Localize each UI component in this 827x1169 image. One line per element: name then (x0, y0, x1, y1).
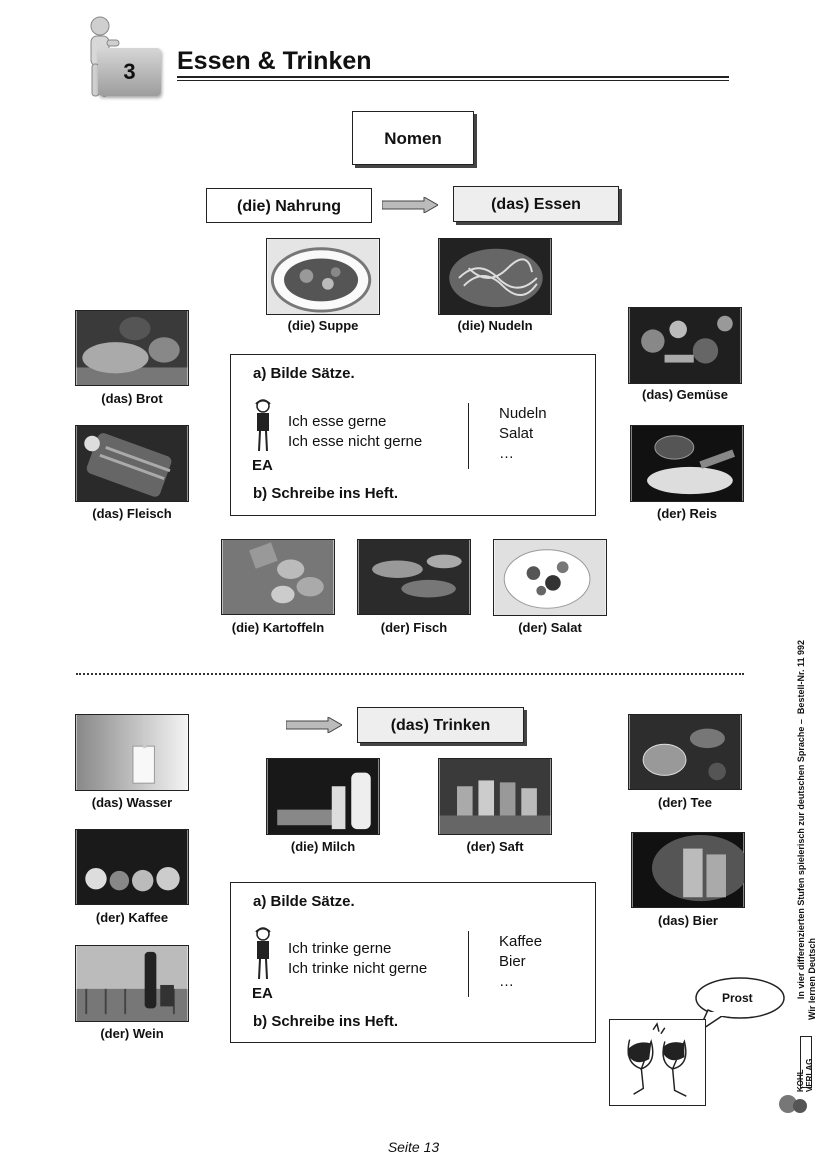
ea-label: EA (252, 457, 273, 474)
salat-photo (493, 539, 607, 616)
food-caption: (der) Fisch (380, 620, 448, 635)
fleisch-photo (75, 425, 189, 502)
fisch-photo (357, 539, 471, 615)
task-b-heading: b) Schreibe ins Heft. (253, 1013, 399, 1030)
section-separator (76, 673, 744, 675)
drink-caption: (der) Wein (100, 1026, 164, 1041)
drink-caption: (das) Bier (658, 913, 718, 928)
sidebar-line1: In vier differenzierten Stufen spieleris… (796, 719, 806, 1000)
gemuese-photo (628, 307, 742, 384)
drink-caption: (der) Saft (466, 839, 524, 854)
nudeln-photo (438, 238, 552, 315)
title-rule (177, 76, 729, 78)
milch-photo (266, 758, 380, 835)
word-item: Nudeln (499, 405, 547, 422)
order-number: Bestell-Nr. 11 992 (796, 640, 806, 715)
page-title: Essen & Trinken (177, 47, 372, 75)
publisher-logo: KOHL VERLAG (778, 1030, 814, 1116)
tee-photo (628, 714, 742, 790)
drink-caption: (das) Wasser (91, 795, 173, 810)
wasser-photo (75, 714, 189, 791)
task-box-drink: a) Bilde Sätze. EA Ich trinke gerne Ich … (230, 882, 596, 1043)
food-caption: (das) Brot (101, 391, 163, 406)
brot-photo (75, 310, 189, 386)
sentence-line: Ich trinke gerne (288, 940, 392, 957)
word-item: … (499, 445, 514, 462)
food-caption: (die) Nudeln (457, 318, 533, 333)
task-a-heading: a) Bilde Sätze. (253, 893, 355, 910)
title-rule-thin (177, 80, 729, 81)
saft-photo (438, 758, 552, 835)
word-item: Kaffee (499, 933, 543, 950)
food-caption: (die) Kartoffeln (231, 620, 325, 635)
bier-photo (631, 832, 745, 908)
nomen-box: Nomen (352, 111, 474, 165)
student-icon (255, 927, 271, 980)
food-caption: (der) Salat (518, 620, 582, 635)
divider (468, 403, 469, 469)
divider (468, 931, 469, 997)
food-caption: (das) Gemüse (642, 387, 728, 402)
student-icon (255, 399, 271, 452)
task-a-heading: a) Bilde Sätze. (253, 365, 355, 382)
word-item: Bier (499, 953, 526, 970)
suppe-photo (266, 238, 380, 315)
task-box-food: a) Bilde Sätze. EA Ich esse gerne Ich es… (230, 354, 596, 516)
food-caption: (die) Suppe (287, 318, 359, 333)
kartoffeln-photo (221, 539, 335, 615)
sidebar-vertical-text: In vier differenzierten Stufen spieleris… (796, 640, 818, 1020)
publisher-name: KOHL VERLAG (796, 1058, 814, 1092)
word-item: … (499, 973, 514, 990)
sidebar-line2: Wir lernen Deutsch (807, 938, 817, 1020)
reis-photo (630, 425, 744, 502)
speech-bubble-text: Prost (722, 991, 753, 1005)
wein-photo (75, 945, 189, 1022)
drink-caption: (der) Kaffee (95, 910, 169, 925)
nahrung-box: (die) Nahrung (206, 188, 372, 223)
sentence-line: Ich trinke nicht gerne (288, 960, 428, 977)
ea-label: EA (252, 985, 273, 1002)
sentence-line: Ich esse gerne (288, 413, 387, 430)
word-item: Salat (499, 425, 534, 442)
right-arrow-icon (286, 717, 342, 733)
food-caption: (der) Reis (657, 506, 717, 521)
drink-caption: (die) Milch (290, 839, 356, 854)
chapter-number-badge: 3 (98, 48, 161, 96)
sentence-line: Ich esse nicht gerne (288, 433, 423, 450)
essen-box: (das) Essen (453, 186, 619, 222)
page-number: Seite 13 (387, 1139, 440, 1155)
task-b-heading: b) Schreibe ins Heft. (253, 485, 399, 502)
wine-glasses-toast-icon (609, 1019, 706, 1106)
right-arrow-icon (382, 197, 438, 213)
trinken-box: (das) Trinken (357, 707, 524, 743)
food-caption: (das) Fleisch (92, 506, 172, 521)
kaffee-photo (75, 829, 189, 905)
publisher-emblem-icon (779, 1095, 807, 1113)
drink-caption: (der) Tee (658, 795, 712, 810)
